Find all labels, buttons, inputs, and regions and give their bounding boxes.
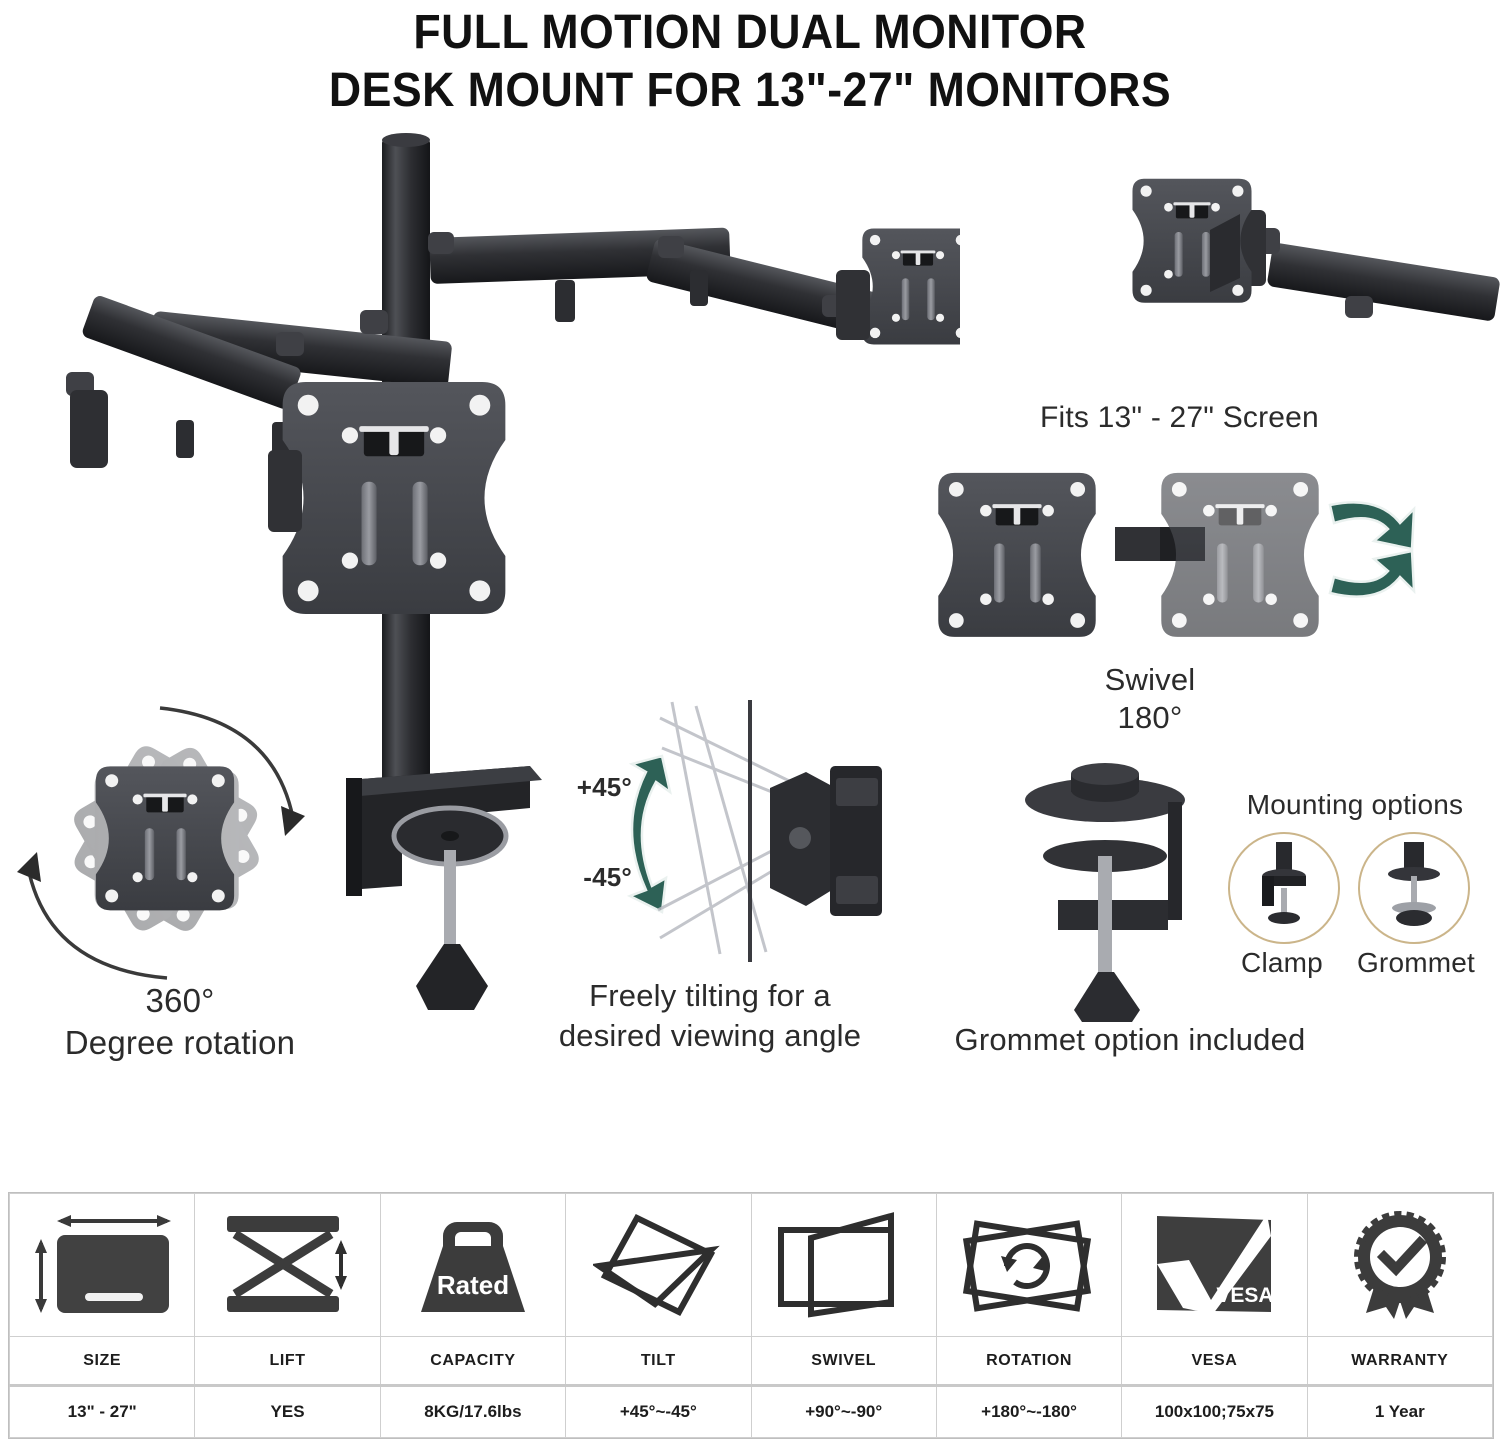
spec-icon-cell-swivel — [750, 1193, 937, 1337]
spec-header-lift: LIFT — [194, 1336, 381, 1387]
capacity-badge-text: Rated — [437, 1270, 509, 1300]
left-arm-assembly — [66, 296, 506, 614]
swivel-arrow-down — [1328, 549, 1416, 598]
tilt-plus-label: +45° — [576, 772, 632, 802]
title-line-2: DESK MOUNT FOR 13"-27" MONITORS — [328, 64, 1172, 117]
mount-clamp-label: Clamp — [1241, 947, 1323, 978]
tilt-illustration — [626, 700, 882, 962]
spec-icon-cell-size — [8, 1193, 196, 1337]
spec-value-tilt: +45°~-45° — [565, 1385, 752, 1438]
swivel-label: Swivel — [1104, 662, 1196, 697]
spec-value-rotation: +180°~-180° — [935, 1385, 1123, 1438]
spec-header-warranty: WARRANTY — [1306, 1336, 1494, 1387]
fits-screen-illustration — [1132, 178, 1500, 321]
spec-icon-cell-rotation — [935, 1193, 1123, 1337]
size-icon — [35, 1215, 172, 1313]
title-line-1: FULL MOTION DUAL MONITOR — [413, 6, 1087, 59]
lift-icon — [226, 1216, 347, 1312]
spec-value-warranty: 1 Year — [1306, 1385, 1494, 1438]
spec-value-swivel: +90°~-90° — [750, 1385, 937, 1438]
vesa-icon: VESA — [1157, 1214, 1274, 1314]
tilt-minus-label: -45° — [583, 862, 632, 892]
spec-icon-cell-tilt — [565, 1193, 752, 1337]
mounting-options-title: Mounting options — [1246, 789, 1464, 820]
spec-icon-cell-vesa: VESA — [1121, 1193, 1308, 1337]
rotation-value: 360° — [145, 982, 215, 1019]
rotation-illustration — [17, 706, 305, 980]
spec-table: Rated — [8, 1192, 1494, 1439]
mount-option-clamp — [1228, 832, 1340, 944]
tilt-caption-line-2: desired viewing angle — [558, 1018, 862, 1053]
capacity-weight-icon: Rated — [420, 1222, 525, 1312]
warranty-rosette-icon — [1353, 1211, 1446, 1319]
swivel-value: 180° — [1117, 700, 1183, 735]
spec-header-rotation: ROTATION — [935, 1336, 1123, 1387]
spec-value-row: 13" - 27" YES 8KG/17.6lbs +45°~-45° +90°… — [8, 1385, 1494, 1438]
spec-value-lift: YES — [194, 1385, 381, 1438]
clamp-icon — [1262, 842, 1306, 924]
swivel-arrow-up — [1328, 501, 1416, 551]
grommet-caption: Grommet option included — [954, 1022, 1306, 1057]
spec-value-vesa: 100x100;75x75 — [1121, 1385, 1308, 1438]
spec-header-row: SIZE LIFT CAPACITY TILT SWIVEL ROTATION … — [8, 1336, 1494, 1387]
spec-header-vesa: VESA — [1121, 1336, 1308, 1387]
spec-header-capacity: CAPACITY — [379, 1336, 567, 1387]
mount-option-grommet — [1358, 832, 1470, 944]
product-hero-illustration — [30, 120, 974, 1070]
rotation-label: Degree rotation — [64, 1024, 296, 1061]
dual-monitor-mount-drawing — [66, 133, 974, 1010]
mount-grommet-label: Grommet — [1356, 947, 1476, 978]
spec-header-tilt: TILT — [565, 1336, 752, 1387]
grommet-illustration — [1025, 763, 1185, 1022]
rotation-icon — [963, 1220, 1092, 1312]
grommet-icon — [1388, 842, 1440, 926]
right-arm-assembly — [428, 227, 974, 345]
page-title: FULL MOTION DUAL MONITOR DESK MOUNT FOR … — [0, 0, 1500, 120]
tilt-arrow — [626, 754, 672, 914]
swivel-illustration — [938, 472, 1416, 637]
desk-clamp — [346, 766, 542, 1010]
fits-screen-label: Fits 13" - 27" Screen — [1040, 401, 1319, 434]
spec-header-size: SIZE — [8, 1336, 196, 1387]
vesa-badge-text: VESA — [1217, 1284, 1274, 1307]
spec-value-size: 13" - 27" — [8, 1385, 196, 1438]
spec-header-swivel: SWIVEL — [750, 1336, 937, 1387]
swivel-icon — [777, 1212, 894, 1318]
spec-icon-cell-lift — [194, 1193, 381, 1337]
tilt-caption-line-1: Freely tilting for a — [589, 978, 831, 1013]
spec-icon-cell-warranty — [1306, 1193, 1494, 1337]
tilt-icon — [593, 1214, 721, 1316]
spec-value-capacity: 8KG/17.6lbs — [379, 1385, 567, 1438]
spec-icon-row: Rated — [8, 1193, 1494, 1337]
spec-icon-cell-capacity: Rated — [379, 1193, 567, 1337]
